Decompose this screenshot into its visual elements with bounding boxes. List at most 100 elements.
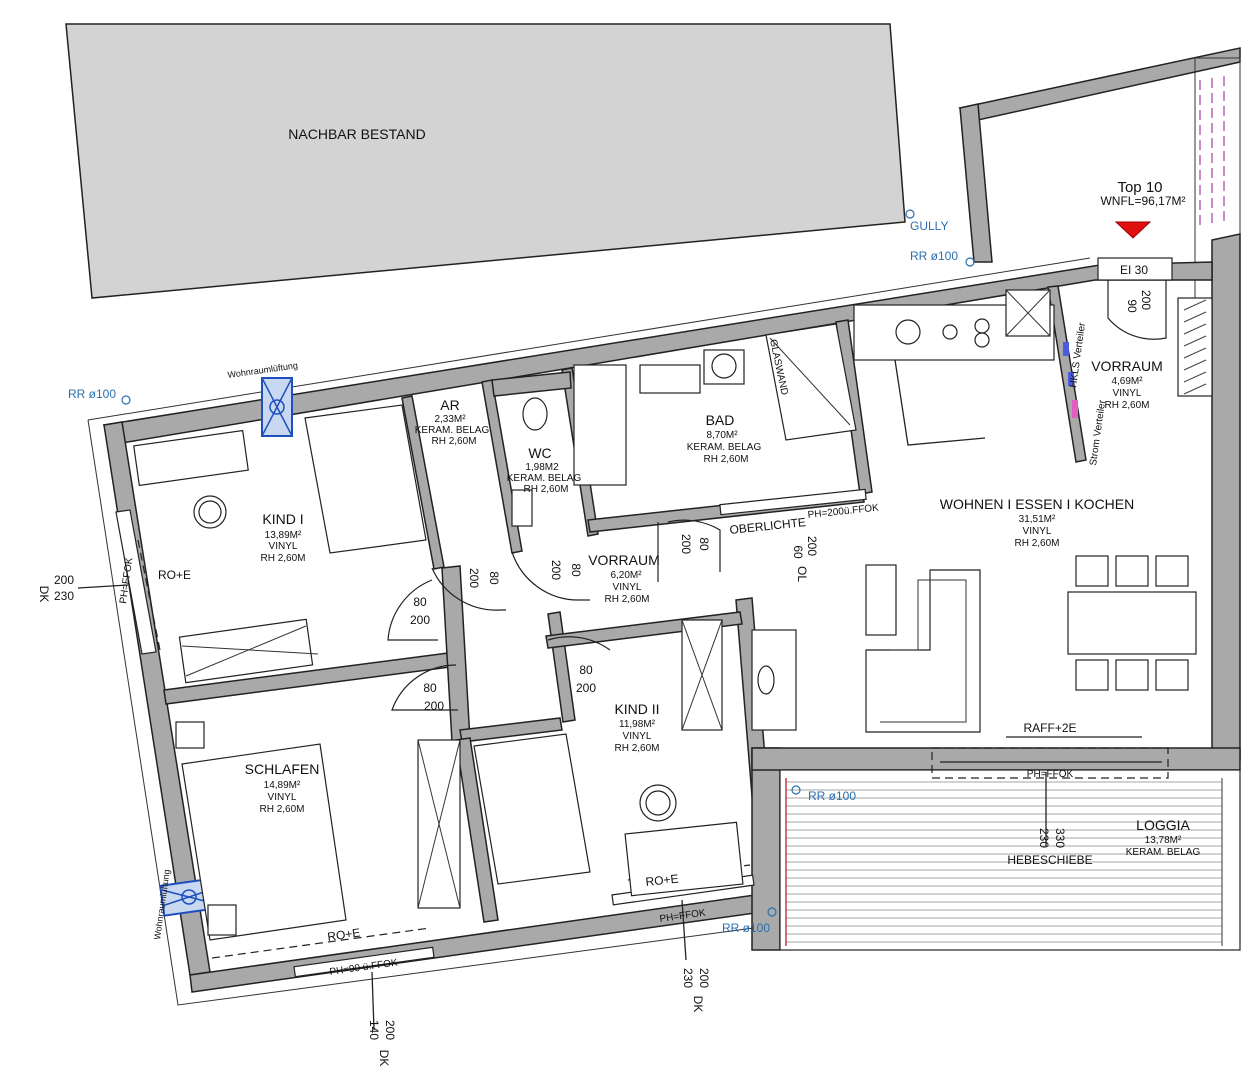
svg-text:200: 200 bbox=[424, 699, 444, 713]
rr-label-bottom: RR ø100 bbox=[722, 921, 770, 935]
rr-label-loggia: RR ø100 bbox=[808, 789, 856, 803]
svg-text:RH 2,60M: RH 2,60M bbox=[523, 484, 568, 495]
svg-text:80: 80 bbox=[413, 595, 427, 609]
svg-text:13,78M²: 13,78M² bbox=[1145, 835, 1182, 846]
fire-rating-label: EI 30 bbox=[1120, 263, 1148, 277]
svg-text:13,89M²: 13,89M² bbox=[265, 530, 302, 541]
svg-text:WOHNEN I ESSEN I KOCHEN: WOHNEN I ESSEN I KOCHEN bbox=[940, 496, 1134, 512]
doors bbox=[387, 519, 721, 711]
svg-text:KERAM. BELAG: KERAM. BELAG bbox=[687, 442, 762, 453]
svg-text:RH 2,60M: RH 2,60M bbox=[703, 454, 748, 465]
svg-text:WC: WC bbox=[528, 445, 551, 461]
raff-label: RAFF+2E bbox=[1023, 721, 1076, 735]
oberlichte-label: OBERLICHTE bbox=[729, 515, 807, 537]
svg-text:200: 200 bbox=[805, 536, 819, 556]
svg-text:200: 200 bbox=[410, 613, 430, 627]
svg-text:OL: OL bbox=[795, 566, 809, 582]
svg-text:80: 80 bbox=[579, 663, 593, 677]
svg-text:2,33M²: 2,33M² bbox=[434, 414, 466, 425]
apartment-title: Top 10 bbox=[1117, 179, 1162, 196]
svg-text:VINYL: VINYL bbox=[1023, 526, 1052, 537]
bath-furniture bbox=[511, 323, 857, 527]
room-ar: AR 2,33M² KERAM. BELAG RH 2,60M bbox=[415, 397, 490, 447]
svg-text:60: 60 bbox=[791, 545, 805, 559]
svg-text:VORRAUM: VORRAUM bbox=[1091, 358, 1163, 374]
svg-text:200: 200 bbox=[549, 560, 563, 580]
svg-text:140: 140 bbox=[367, 1020, 381, 1040]
room-loggia: LOGGIA 13,78M² KERAM. BELAG bbox=[1126, 817, 1201, 858]
svg-text:200: 200 bbox=[697, 968, 711, 988]
svg-text:VINYL: VINYL bbox=[613, 582, 642, 593]
svg-text:VINYL: VINYL bbox=[1113, 388, 1142, 399]
svg-text:230: 230 bbox=[1037, 828, 1051, 848]
svg-text:AR: AR bbox=[440, 397, 459, 413]
room-kind1: KIND I 13,89M² VINYL RH 2,60M bbox=[260, 511, 305, 564]
svg-text:6,20M²: 6,20M² bbox=[610, 570, 642, 581]
svg-text:DK: DK bbox=[37, 586, 51, 603]
kind2-window-type: RO+E bbox=[645, 872, 679, 889]
schlafen-furniture bbox=[175, 721, 461, 941]
svg-text:230: 230 bbox=[54, 589, 74, 603]
hebeschiebe-label: HEBESCHIEBE bbox=[1007, 853, 1092, 867]
window-dims: 200 230 DK 200 140 DK 200 230 DK 330 230 bbox=[37, 573, 1067, 1066]
svg-text:RH 2,60M: RH 2,60M bbox=[259, 804, 304, 815]
svg-text:200: 200 bbox=[383, 1020, 397, 1040]
svg-text:RH 2,60M: RH 2,60M bbox=[604, 594, 649, 605]
rr-label-left: RR ø100 bbox=[68, 387, 116, 401]
svg-text:KERAM. BELAG: KERAM. BELAG bbox=[507, 473, 582, 484]
svg-text:80: 80 bbox=[423, 681, 437, 695]
room-wohnen: WOHNEN I ESSEN I KOCHEN 31,51M² VINYL RH… bbox=[940, 496, 1134, 549]
svg-text:SCHLAFEN: SCHLAFEN bbox=[245, 761, 320, 777]
door-dims: 80 200 80 200 80 200 200 60 OL 80 200 80… bbox=[410, 534, 819, 713]
room-schlafen: SCHLAFEN 14,89M² VINYL RH 2,60M bbox=[245, 761, 320, 815]
kind2-furniture bbox=[473, 619, 797, 897]
svg-text:VINYL: VINYL bbox=[623, 731, 652, 742]
room-bad: BAD 8,70M² KERAM. BELAG RH 2,60M bbox=[687, 412, 762, 465]
svg-text:230: 230 bbox=[681, 968, 695, 988]
upper-right-structure bbox=[958, 47, 1241, 761]
apartment-area: WNFL=96,17M² bbox=[1100, 194, 1185, 208]
loggia bbox=[751, 747, 1241, 951]
schlafen-window-type: RO+E bbox=[326, 926, 361, 944]
neighbor-building bbox=[65, 23, 906, 299]
dimension-lines bbox=[77, 584, 1142, 1031]
svg-text:RH 2,60M: RH 2,60M bbox=[260, 553, 305, 564]
entry-door-width: 90 bbox=[1125, 299, 1139, 313]
svg-text:14,89M²: 14,89M² bbox=[264, 780, 301, 791]
svg-text:VINYL: VINYL bbox=[268, 792, 297, 803]
svg-text:DK: DK bbox=[691, 996, 705, 1013]
svg-text:200: 200 bbox=[467, 568, 481, 588]
kind1-furniture bbox=[133, 404, 427, 684]
svg-text:11,98M²: 11,98M² bbox=[619, 719, 656, 730]
svg-text:KERAM. BELAG: KERAM. BELAG bbox=[1126, 847, 1201, 858]
svg-text:VORRAUM: VORRAUM bbox=[588, 552, 660, 568]
entry-area bbox=[1063, 221, 1213, 418]
svg-text:330: 330 bbox=[1053, 828, 1067, 848]
svg-text:BAD: BAD bbox=[706, 412, 735, 428]
svg-text:VINYL: VINYL bbox=[269, 541, 298, 552]
svg-text:RH 2,60M: RH 2,60M bbox=[614, 743, 659, 754]
svg-text:31,51M²: 31,51M² bbox=[1019, 514, 1056, 525]
drain-markers bbox=[121, 209, 975, 917]
room-vorraum-hall: VORRAUM 6,20M² VINYL RH 2,60M bbox=[588, 552, 660, 605]
svg-text:200: 200 bbox=[576, 681, 596, 695]
svg-text:RH 2,60M: RH 2,60M bbox=[431, 436, 476, 447]
svg-text:200: 200 bbox=[679, 534, 693, 554]
svg-text:LOGGIA: LOGGIA bbox=[1136, 817, 1190, 833]
svg-text:DK: DK bbox=[377, 1050, 391, 1067]
gully-label: GULLY bbox=[910, 219, 948, 233]
svg-text:80: 80 bbox=[569, 563, 583, 577]
svg-text:KIND II: KIND II bbox=[614, 701, 659, 717]
room-kind2: KIND II 11,98M² VINYL RH 2,60M bbox=[614, 701, 659, 754]
svg-text:RH 2,60M: RH 2,60M bbox=[1104, 400, 1149, 411]
kitchen-furniture bbox=[853, 289, 1197, 733]
svg-text:KIND I: KIND I bbox=[262, 511, 303, 527]
svg-text:RH 2,60M: RH 2,60M bbox=[1014, 538, 1059, 549]
svg-text:80: 80 bbox=[697, 537, 711, 551]
neighbor-label: NACHBAR BESTAND bbox=[288, 126, 425, 142]
rr-label-top: RR ø100 bbox=[910, 249, 958, 263]
svg-text:80: 80 bbox=[487, 571, 501, 585]
svg-text:200: 200 bbox=[54, 573, 74, 587]
svg-text:1,98M2: 1,98M2 bbox=[525, 462, 559, 473]
